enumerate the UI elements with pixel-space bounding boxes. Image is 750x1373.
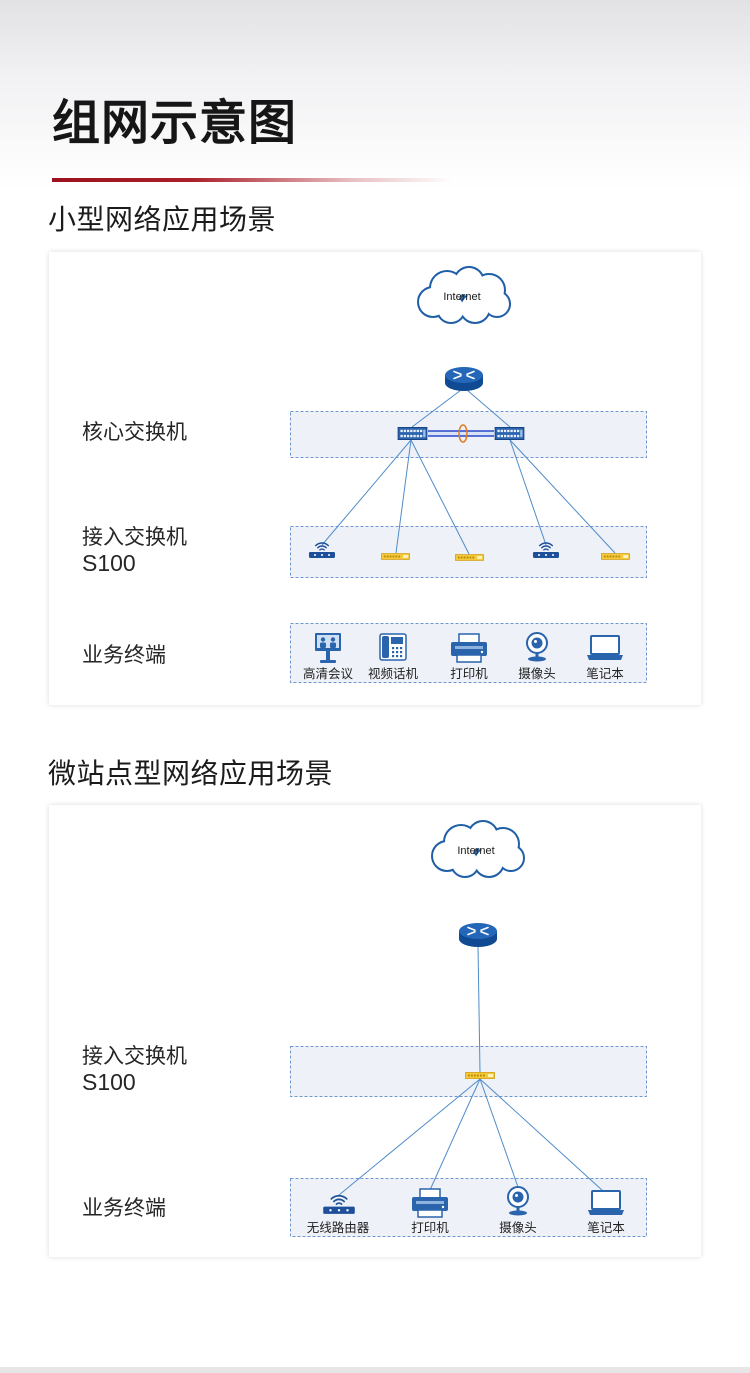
- terminal-label: 无线路由器: [307, 1220, 370, 1235]
- core-switch-icon: [494, 427, 525, 440]
- scenario-title-small-network: 小型网络应用场景: [48, 204, 277, 235]
- access-switch-icon: [465, 1072, 495, 1079]
- terminal-layer-label: 业务终端: [82, 1197, 166, 1220]
- link-line: [479, 1078, 604, 1192]
- stack-link-ring: [458, 424, 468, 443]
- video-phone-icon: [379, 633, 407, 661]
- terminal-label: 视频话机: [368, 666, 419, 681]
- link-line: [321, 439, 412, 546]
- terminal-labels: 高清会议 视频话机 打印机 摄像头 笔记本: [303, 666, 624, 681]
- laptop-icon: [586, 635, 624, 661]
- network-links: [321, 389, 616, 555]
- diagram-card-small-network: Internet 高清会议 视频话机 打印机 摄像头 笔记本 核心交换机 接入交…: [49, 252, 701, 705]
- link-line: [338, 1078, 481, 1196]
- topology-diagram: Internet 高清会议 视频话机 打印机 摄像头 笔记本: [290, 266, 647, 683]
- internet-label: Internet: [443, 291, 480, 303]
- terminal-labels: 无线路由器 打印机 摄像头 笔记本: [307, 1220, 626, 1235]
- terminal-label: 笔记本: [587, 1220, 625, 1235]
- stack-link-band: [428, 430, 494, 437]
- access-switch-icon: [601, 553, 630, 560]
- link-line: [479, 1078, 519, 1188]
- internet-label: Internet: [457, 845, 494, 857]
- access-layer-label: 接入交换机: [82, 1045, 187, 1068]
- access-switch-icon: [381, 553, 410, 560]
- link-line: [477, 945, 481, 1073]
- link-line: [395, 439, 412, 554]
- topology-diagram: Internet 无线路由器 打印机 摄像头 笔记本: [290, 820, 647, 1237]
- link-line: [411, 389, 462, 428]
- core-switch-icon: [397, 427, 428, 440]
- link-line: [509, 439, 616, 554]
- access-switch-model: S100: [82, 550, 136, 576]
- page-title: 组网示意图: [52, 97, 298, 150]
- link-line: [509, 439, 547, 546]
- terminal-label: 摄像头: [518, 666, 556, 681]
- link-line: [466, 389, 511, 428]
- terminal-label: 高清会议: [303, 666, 354, 681]
- stack-link: [428, 424, 494, 443]
- router-icon: [444, 366, 484, 392]
- title-underline: [52, 178, 452, 182]
- terminal-label: 笔记本: [586, 666, 624, 681]
- core-layer-label: 核心交换机: [82, 421, 187, 444]
- router-icon: [458, 922, 498, 948]
- bottom-divider: [0, 1367, 750, 1373]
- access-switch-model: S100: [82, 1069, 136, 1095]
- access-switch-icon: [455, 554, 484, 561]
- terminal-label: 打印机: [450, 667, 488, 681]
- scenario-title-micro-site: 微站点型网络应用场景: [48, 758, 334, 789]
- link-line: [429, 1078, 481, 1191]
- terminal-layer-box: [290, 1178, 647, 1237]
- laptop-icon: [587, 1190, 625, 1216]
- network-links: [338, 945, 604, 1196]
- link-line: [410, 439, 470, 555]
- access-layer-label: 接入交换机: [82, 526, 187, 549]
- terminal-layer-label: 业务终端: [82, 644, 166, 667]
- terminal-label: 摄像头: [499, 1220, 537, 1235]
- diagram-card-micro-site: Internet 无线路由器 打印机 摄像头 笔记本 接入交换机 S100 业务…: [49, 805, 701, 1257]
- terminal-label: 打印机: [411, 1221, 449, 1235]
